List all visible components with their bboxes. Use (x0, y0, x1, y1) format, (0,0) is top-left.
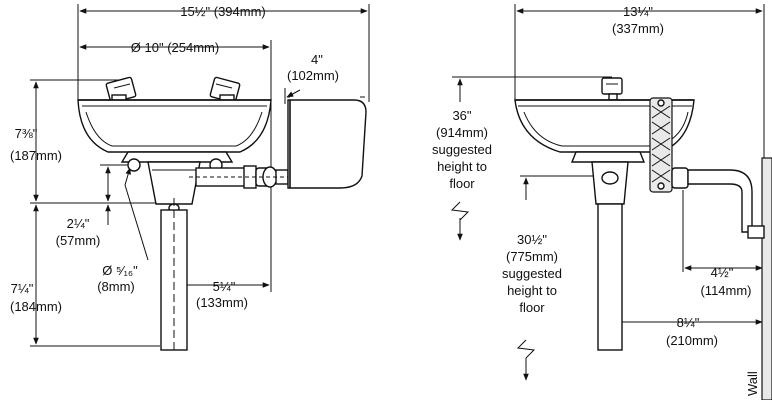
label-rim-height-1: 36" (452, 108, 471, 123)
label-rim-height-2: (914mm) (436, 125, 488, 140)
dust-cover-side (649, 97, 673, 193)
label-outlet-height-5: floor (519, 300, 545, 315)
label-drain-length-a: 7¼" (11, 281, 34, 296)
label-bowl-diameter: Ø 10" (254mm) (131, 40, 219, 55)
label-drain-length-b: (184mm) (10, 299, 62, 314)
wall-bracket-front (287, 99, 367, 189)
label-overall-depth-a: 13¼" (623, 4, 653, 19)
eyewash-bowl-front (77, 99, 272, 153)
label-bracket-depth-b: (102mm) (287, 68, 339, 83)
label-inlet-offset-b: (133mm) (196, 295, 248, 310)
label-inlet-offset-a: 5¼" (213, 279, 236, 294)
wall-side (747, 157, 772, 400)
drain-pipe-front (160, 198, 188, 351)
label-bracket-depth-a: 4" (311, 52, 323, 67)
label-outlet-height-3: suggested (502, 266, 562, 281)
label-outlet-offset-a: 2¼" (67, 216, 90, 231)
label-bowl-height-b: (187mm) (10, 148, 62, 163)
valve-handle-side (601, 77, 623, 101)
label-rim-height-5: floor (449, 176, 475, 191)
label-wall-to-drain-b: (210mm) (666, 333, 718, 348)
label-outlet-height-1: 30½" (517, 232, 547, 247)
label-wall-to-drain-a: 8¼" (677, 315, 700, 330)
drain-pipe-side (597, 203, 623, 351)
label-bowl-height-a: 7⅜" (15, 126, 38, 141)
side-view: 13¼" (337mm) 36" (914mm) suggested heigh… (432, 4, 772, 400)
label-outlet-offset-b: (57mm) (56, 233, 101, 248)
label-rim-height-4: height to (437, 159, 487, 174)
label-wall-to-inlet-b: (114mm) (700, 283, 751, 298)
label-outlet-height-4: height to (507, 283, 557, 298)
label-outlet-height-2: (775mm) (506, 249, 558, 264)
supply-arm-side (671, 167, 753, 233)
front-view: 15½" (394mm) Ø 10" (254mm) 4" (102mm) 7⅜… (10, 4, 370, 351)
label-overall-depth-b: (337mm) (612, 21, 664, 36)
label-hole-dia-a: Ø ⁵⁄₁₆" (102, 263, 138, 278)
label-overall-width: 15½" (394mm) (180, 4, 266, 19)
label-hole-dia-b: (8mm) (97, 279, 135, 294)
supply-inlet-front (189, 165, 290, 189)
label-wall: Wall (745, 371, 760, 396)
label-rim-height-3: suggested (432, 142, 492, 157)
label-wall-to-inlet-a: 4½" (711, 265, 734, 280)
bowl-base-side (570, 151, 646, 205)
